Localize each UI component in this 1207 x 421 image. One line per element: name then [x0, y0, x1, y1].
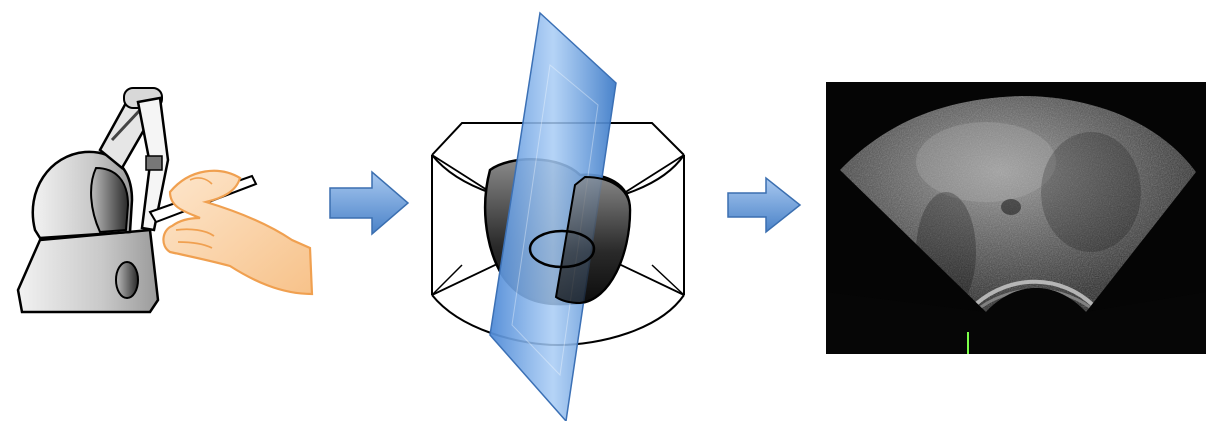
ultrasound-image-panel — [826, 82, 1206, 354]
device-base-knob — [115, 261, 139, 299]
haptic-device-with-hand-icon — [16, 87, 314, 314]
slicing-plane — [489, 11, 617, 421]
volume-slice-plane-icon — [431, 11, 685, 421]
arrow-connector-1 — [328, 170, 410, 236]
ultrasound-sector-image — [826, 82, 1206, 354]
cross-section-ellipse — [528, 229, 596, 269]
device-head-side — [90, 166, 130, 234]
haptic-device-panel — [0, 80, 330, 320]
right-arrow-icon — [329, 170, 410, 236]
volume-slicing-panel — [420, 5, 700, 421]
hand — [162, 169, 314, 296]
right-arrow-icon — [727, 176, 802, 234]
arrow-connector-2 — [726, 176, 802, 234]
